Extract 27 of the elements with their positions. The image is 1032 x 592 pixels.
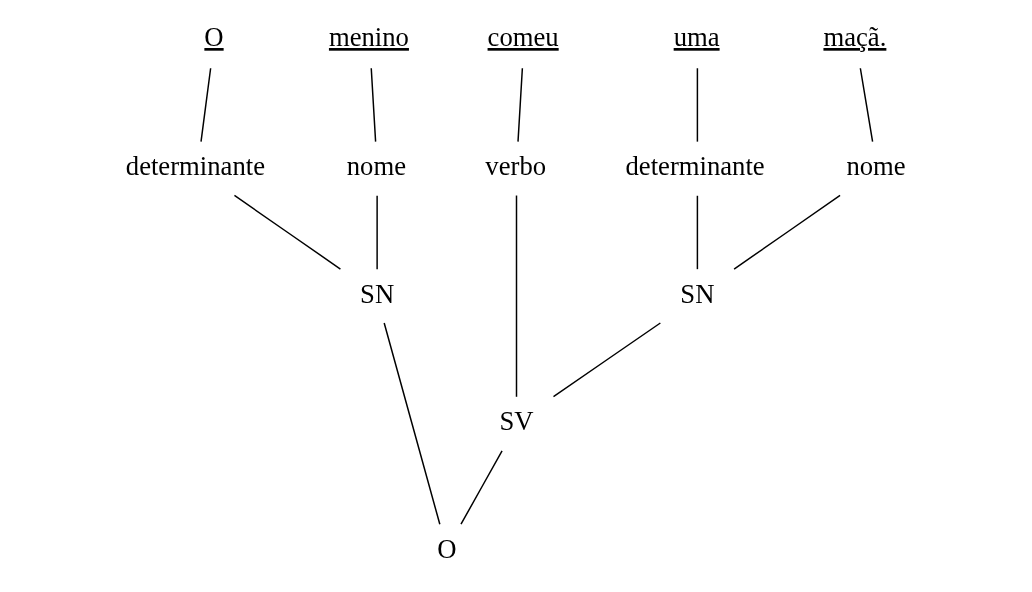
connector — [199, 67, 211, 143]
node-text: SN — [679, 278, 714, 309]
connector — [516, 67, 523, 143]
node-text: SV — [498, 406, 534, 437]
connector — [370, 67, 376, 143]
connector — [233, 194, 341, 270]
node-text: menino — [328, 22, 409, 53]
node-text: nome — [346, 151, 406, 182]
connector — [515, 194, 517, 398]
connector — [859, 67, 873, 143]
node-text: determinante — [624, 151, 765, 182]
node-text: uma — [673, 22, 720, 53]
connector — [459, 450, 503, 525]
node-text: verbo — [484, 151, 546, 182]
node-text: maçã. — [822, 22, 886, 53]
node-text: comeu — [487, 22, 559, 53]
node-text: O — [436, 533, 456, 564]
node-text: determinante — [125, 151, 265, 182]
node-text: SN — [359, 278, 394, 309]
node-text: nome — [845, 151, 906, 182]
connector — [375, 195, 378, 270]
connector — [696, 195, 698, 270]
node-text: O — [203, 22, 224, 53]
connector — [382, 322, 441, 526]
connector — [552, 322, 661, 398]
connector — [732, 194, 841, 270]
connector — [696, 67, 698, 143]
